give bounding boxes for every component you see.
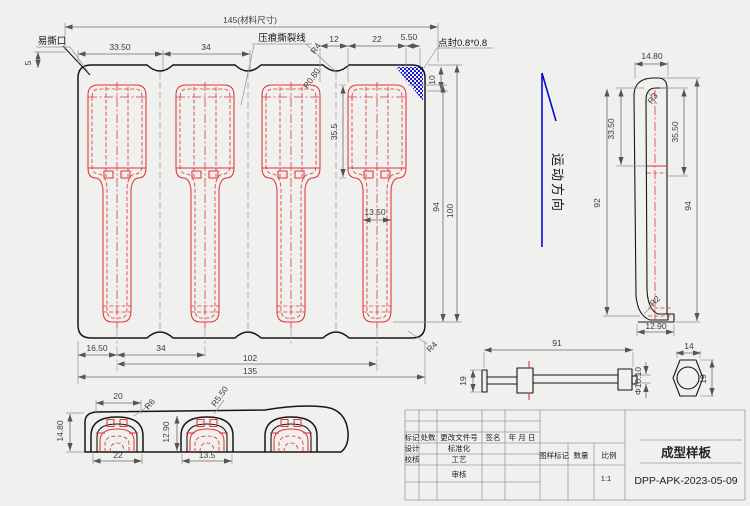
motion-direction: 运动方向 (541, 72, 565, 247)
section-arch-2 (185, 418, 229, 453)
easy-tear-label: 易撕口 (38, 35, 67, 47)
dim-s33-50: 33.50 (606, 118, 616, 140)
dim-34-bottom: 34 (156, 343, 166, 353)
dim-c20: 20 (113, 391, 123, 401)
pin-collar (516, 367, 534, 394)
dim-s35-50: 35.50 (670, 121, 680, 143)
section-arch-1 (95, 418, 139, 453)
dim-r6: R6 (142, 396, 157, 411)
dim-r5-50: R5.50 (209, 384, 230, 409)
motion-direction-label: 运动方向 (550, 153, 565, 213)
dim-s92: 92 (592, 198, 602, 208)
pin-view: 91 19 Φ10.10 14 19 (458, 338, 715, 400)
tb-design: 设计 (405, 443, 420, 453)
tb-drawing-number: DPP-APK-2023-05-09 (634, 475, 737, 487)
dim-35-5: 35.5 (329, 123, 339, 140)
tb-qty-header: 数量 (574, 450, 589, 460)
pin-hex-bore (676, 366, 700, 390)
side-wall-hatched (633, 77, 669, 321)
spot-seal-label: 点封0.8*0.8 (438, 37, 487, 49)
tb-check: 校核 (405, 454, 420, 464)
dim-22: 22 (372, 34, 382, 44)
tb-col-count: 处数 (421, 432, 436, 442)
cavity-4 (347, 81, 407, 329)
dim-r4-notch: R4 (308, 41, 323, 56)
tb-part-name: 成型样板 (661, 445, 712, 460)
side-foot (638, 313, 675, 323)
spot-seal-area (396, 67, 423, 101)
dim-s14-80: 14.80 (641, 51, 663, 61)
dim-r4-corner: R4 (424, 339, 439, 354)
cavity-3 (261, 81, 321, 329)
dim-102: 102 (243, 353, 257, 363)
dim-s94: 94 (683, 201, 693, 211)
side-view: 14.80 R3 33.50 35.50 92 94 R2 12.90 (592, 51, 700, 336)
pin-end-block (617, 368, 633, 391)
dim-94: 94 (431, 202, 441, 212)
plan-view: 145(材料尺寸) 易撕口 5 33.50 34 压痕撕裂线 12 22 5.5… (23, 15, 493, 384)
dim-5-50: 5.50 (401, 32, 418, 42)
dim-10: 10 (427, 75, 437, 85)
dim-r0-80: R0.80 (301, 66, 322, 91)
dim-material-size: 145(材料尺寸) (223, 15, 277, 25)
dim-12: 12 (329, 34, 339, 44)
tb-col-sign: 签名 (486, 432, 501, 442)
dim-p14: 14 (684, 341, 694, 351)
dim-34-top: 34 (201, 42, 211, 52)
tb-process: 工艺 (452, 455, 467, 464)
title-block: 标记 处数 更改文件号 签名 年 月 日 设计 标准化 校核 工艺 审核 图样标… (405, 409, 746, 501)
tb-col-date: 年 月 日 (509, 432, 536, 442)
blister-outline (77, 64, 426, 339)
dim-33-50: 33.50 (109, 42, 131, 52)
tb-audit: 审核 (452, 469, 467, 479)
tb-mark-header: 图样标记 (539, 450, 569, 460)
dim-s12-90: 12.90 (645, 321, 667, 331)
dim-5: 5 (23, 60, 33, 65)
cavity-2 (175, 81, 235, 329)
tb-col-doc: 更改文件号 (440, 432, 478, 442)
dim-c13-5: 13.5 (199, 450, 216, 460)
dim-r2: R2 (647, 293, 662, 308)
tb-standardize: 标准化 (448, 443, 471, 453)
dim-p19-right: 19 (698, 374, 708, 384)
easy-tear-cut (62, 45, 91, 76)
cavity-1 (87, 81, 147, 329)
dim-135: 135 (243, 366, 257, 376)
section-body-hatched (84, 405, 349, 453)
dim-pdia: Φ10.10 (633, 367, 643, 395)
pin-hex-end (672, 359, 704, 397)
dim-c22: 22 (113, 450, 123, 460)
pin-handle (481, 369, 488, 393)
tb-scale-header: 比例 (602, 450, 617, 460)
crease-tear-label: 压痕撕裂线 (258, 32, 306, 44)
dim-p91: 91 (552, 338, 562, 348)
dim-100: 100 (445, 204, 455, 218)
dim-16-50: 16.50 (86, 343, 108, 353)
motion-arrow-barb (541, 72, 557, 122)
dim-p19-left: 19 (458, 376, 468, 386)
tb-scale-value: 1:1 (601, 474, 611, 483)
dim-c14-80: 14.80 (55, 420, 65, 442)
dim-c12-90: 12.90 (161, 421, 171, 443)
tb-col-mark: 标记 (405, 432, 420, 442)
section-view: 20 R6 R5.50 14.80 12.90 22 13.5 (55, 384, 349, 464)
pin-tip (631, 375, 638, 385)
dim-13-50: 13.50 (364, 207, 386, 217)
section-arch-3 (269, 418, 313, 453)
